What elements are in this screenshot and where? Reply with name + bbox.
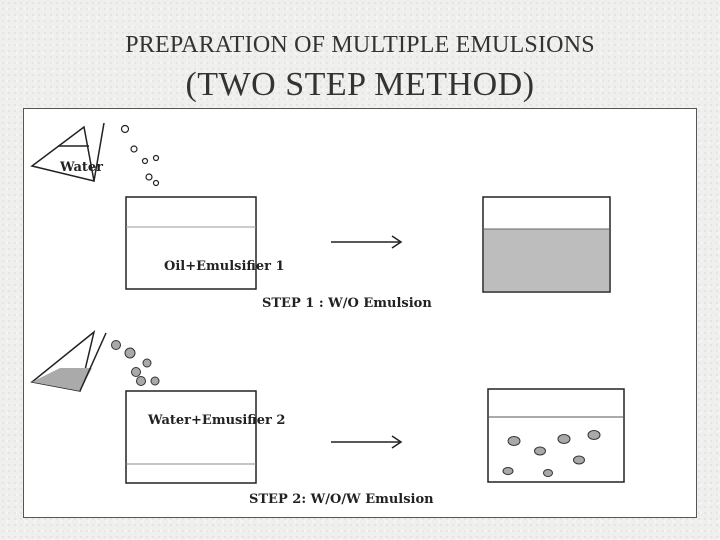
emulsion-diagram: Water Oil+Emulsifier 1 STEP 1 : W/O Emul… <box>23 108 697 518</box>
diagram-drawing <box>24 109 696 517</box>
step2-caption: STEP 2: W/O/W Emulsion <box>249 492 434 507</box>
water-label: Water <box>60 160 103 175</box>
step1-beaker-oil <box>126 197 256 289</box>
slide-title-line-1: PREPARATION OF MULTIPLE EMULSIONS <box>0 32 720 59</box>
step2-beaker-label: Water+Emusifier 2 <box>148 413 285 428</box>
step1-beaker-label: Oil+Emulsifier 1 <box>164 259 285 274</box>
step2-emulsion-drops <box>112 341 160 386</box>
slide-title-line-2: (TWO STEP METHOD) <box>0 66 720 104</box>
step2-beaker-water <box>126 391 256 483</box>
step1-water-drops <box>122 126 159 186</box>
step2-flask-emulsion <box>32 368 92 391</box>
step1-caption: STEP 1 : W/O Emulsion <box>262 296 432 311</box>
step1-result-emulsion <box>484 229 609 291</box>
